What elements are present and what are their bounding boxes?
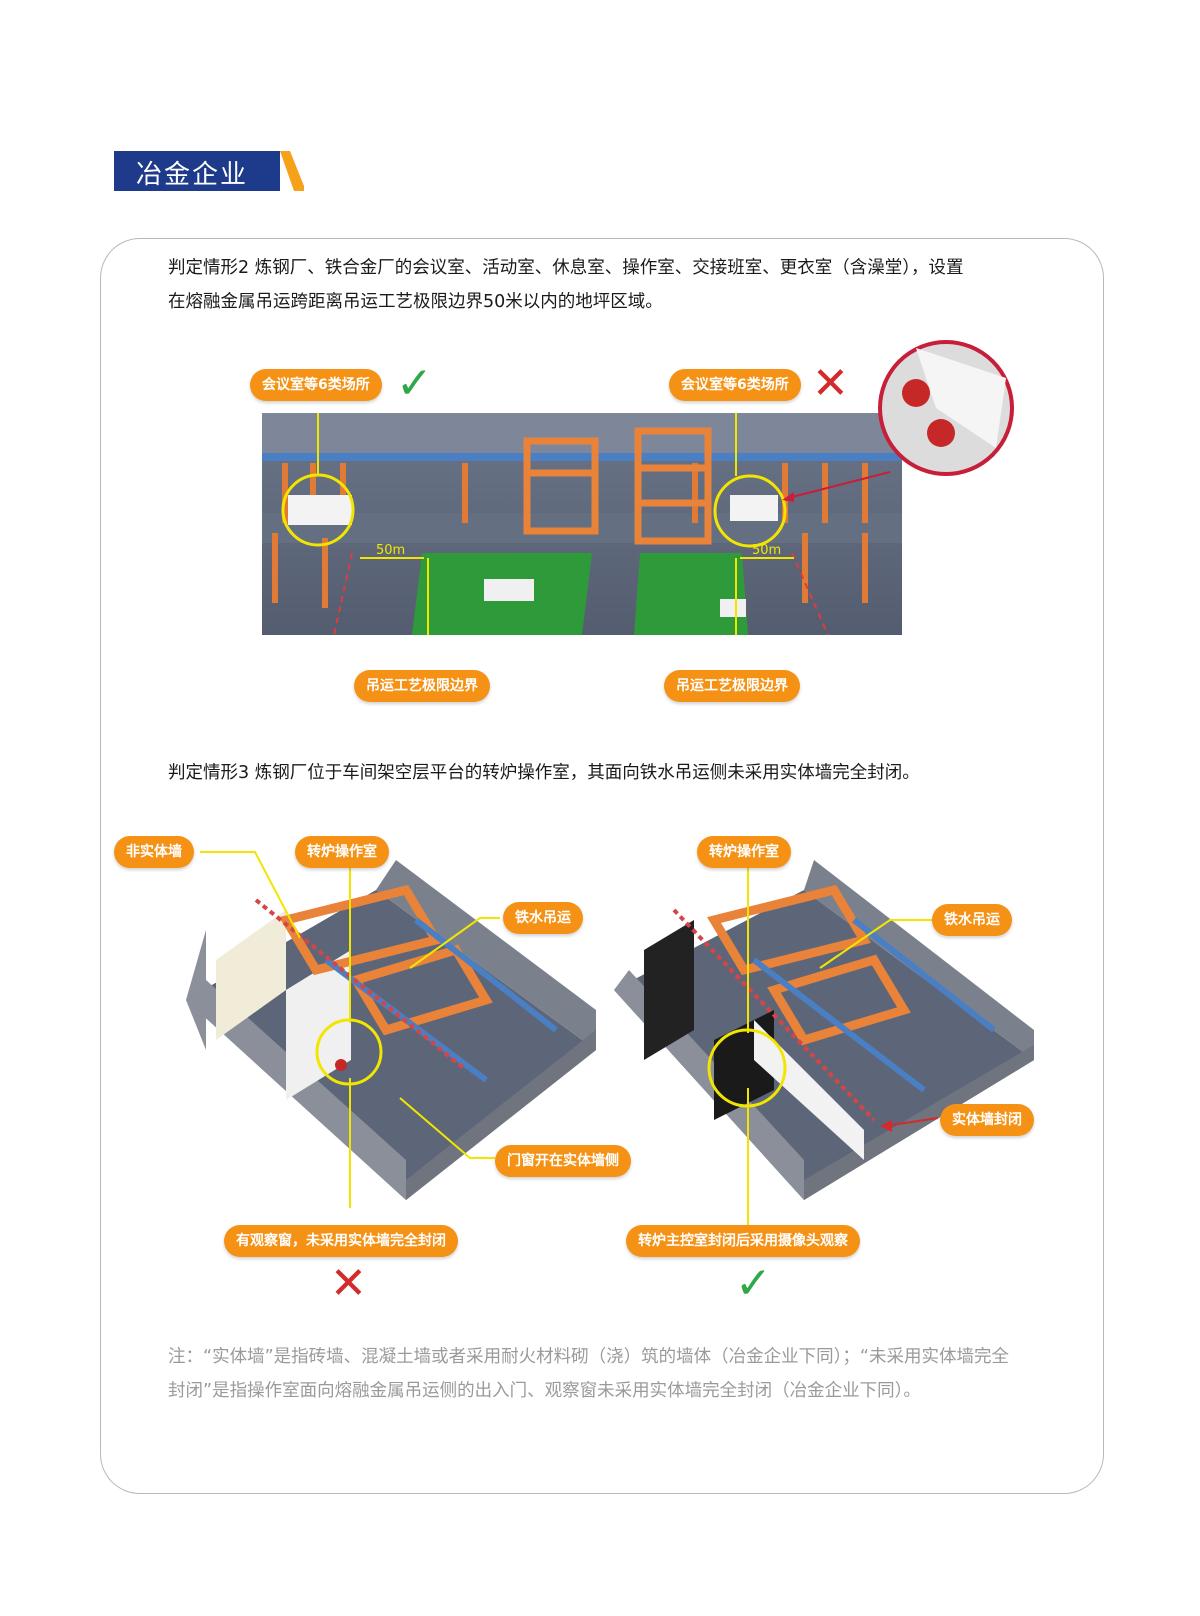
- case3-left-leaders: [200, 851, 500, 1208]
- check-icon-case3: ✓: [735, 1258, 772, 1309]
- case2-line1: 判定情形2 炼钢厂、铁合金厂的会议室、活动室、休息室、操作室、交接班室、更衣室（…: [168, 258, 964, 278]
- non-solid-wall-label: 非实体墙: [114, 836, 194, 868]
- section-tag-background: [114, 151, 280, 191]
- meeting-room-label-left: 会议室等6类场所: [250, 369, 382, 401]
- case3-description: 判定情形3 炼钢厂位于车间架空层平台的转炉操作室，其面向铁水吊运侧未采用实体墙完…: [168, 763, 920, 783]
- hot-metal-lifting-label-right: 铁水吊运: [932, 904, 1012, 936]
- cross-icon-case3: ✕: [330, 1258, 367, 1309]
- solid-wall-label: 实体墙封闭: [940, 1104, 1034, 1136]
- distance-label-left: 50m: [376, 543, 405, 558]
- case3-right-leaders: [747, 868, 939, 1226]
- footnote: 注：“实体墙”是指砖墙、混凝土墙或者采用耐火材料砌（浇）筑的墙体（冶金企业下同）…: [168, 1340, 1068, 1408]
- content-card: [100, 238, 1104, 1494]
- case2-line2: 在熔融金属吊运跨距离吊运工艺极限边界50米以内的地坪区域。: [168, 292, 663, 312]
- camera-observation-label: 转炉主控室封闭后采用摄像头观察: [626, 1225, 860, 1257]
- distance-label-right: 50m: [752, 543, 781, 558]
- meeting-room-label-right: 会议室等6类场所: [669, 369, 801, 401]
- converter-room-label-left: 转炉操作室: [295, 836, 389, 868]
- footnote-line1: 注：“实体墙”是指砖墙、混凝土墙或者采用耐火材料砌（浇）筑的墙体（冶金企业下同）…: [168, 1347, 1009, 1367]
- cross-icon: ✕: [812, 358, 849, 409]
- zoom-inset-circle: [878, 340, 1014, 476]
- section-tag-accent: [264, 151, 304, 191]
- section-tag: 冶金企业: [114, 151, 304, 191]
- case2-plant-illustration: 50m 50m: [262, 413, 902, 635]
- observation-window-label: 有观察窗，未采用实体墙完全封闭: [224, 1225, 458, 1257]
- converter-room-label-right: 转炉操作室: [697, 836, 791, 868]
- boundary-label-right: 吊运工艺极限边界: [664, 670, 800, 702]
- check-icon: ✓: [396, 358, 433, 409]
- section-title: 冶金企业: [136, 160, 249, 190]
- door-window-label: 门窗开在实体墙侧: [495, 1145, 631, 1177]
- hot-metal-lifting-label-left: 铁水吊运: [503, 902, 583, 934]
- footnote-line2: 封闭”是指操作室面向熔融金属吊运侧的出入门、观察窗未采用实体墙完全封闭（冶金企业…: [168, 1381, 921, 1401]
- zoom-pointer-arrow: [782, 471, 891, 502]
- case2-description: 判定情形2 炼钢厂、铁合金厂的会议室、活动室、休息室、操作室、交接班室、更衣室（…: [168, 251, 1068, 319]
- boundary-label-left: 吊运工艺极限边界: [354, 670, 490, 702]
- case3-right-illustration: [614, 860, 1034, 1200]
